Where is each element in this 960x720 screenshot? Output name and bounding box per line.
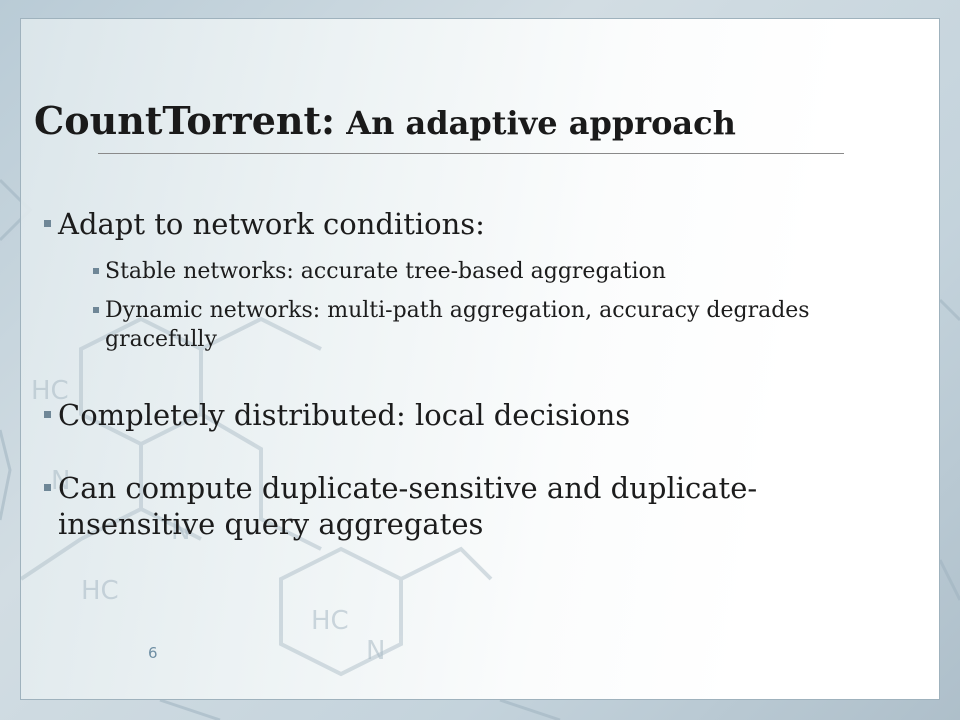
slide-panel: HC N N HC N HC (20, 18, 940, 700)
title-main: CountTorrent: (34, 98, 336, 143)
bullet-marker (44, 220, 51, 227)
bullet-marker (44, 484, 51, 491)
sub-bullet-marker (93, 268, 99, 274)
svg-text:HC: HC (311, 606, 349, 636)
svg-text:N: N (51, 466, 70, 496)
sub-bullet-item: Stable networks: accurate tree-based agg… (93, 257, 885, 286)
sub-bullet-text: Dynamic networks: multi-path aggregation… (105, 298, 810, 352)
molecule-watermark: HC N N HC N HC (21, 316, 493, 677)
title-underline (98, 153, 844, 154)
svg-text:HC: HC (81, 576, 119, 606)
bullet-item: Can compute duplicate-sensitive and dupl… (44, 470, 878, 542)
page-number: 6 (148, 644, 158, 662)
bullet-text: Can compute duplicate-sensitive and dupl… (58, 471, 758, 541)
title-subtitle: An adaptive approach (346, 104, 736, 142)
bullet-text: Adapt to network conditions: (58, 207, 485, 241)
svg-text:HC: HC (31, 376, 69, 406)
bullet-marker (44, 411, 51, 418)
bullet-item: Completely distributed: local decisions (44, 397, 878, 433)
bullet-text: Completely distributed: local decisions (58, 398, 631, 432)
slide-title: CountTorrent: An adaptive approach (34, 98, 914, 143)
sub-bullet-marker (93, 307, 99, 313)
bullet-item: Adapt to network conditions: (44, 206, 878, 242)
svg-text:N: N (366, 636, 385, 666)
sub-bullet-item: Dynamic networks: multi-path aggregation… (93, 296, 885, 354)
svg-text:N: N (171, 516, 190, 546)
sub-bullet-text: Stable networks: accurate tree-based agg… (105, 259, 666, 284)
